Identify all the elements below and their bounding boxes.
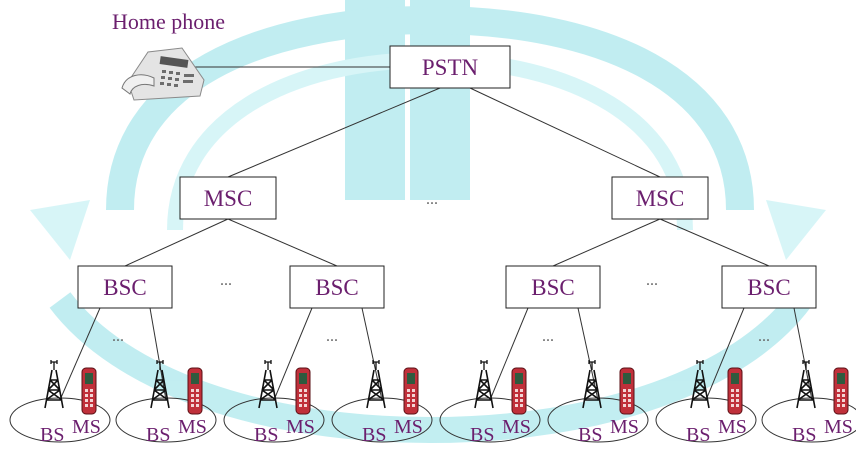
bsc-node-2-label: BSC xyxy=(315,275,358,300)
ms-label-5: MS xyxy=(502,416,531,438)
bs-label-7: BS xyxy=(686,424,710,446)
cell-tower-icon-5 xyxy=(475,360,493,408)
bsc-node-3-label: BSC xyxy=(531,275,574,300)
ellipsis-bs-level-2: ... xyxy=(326,328,338,345)
bsc-node-1-label: BSC xyxy=(103,275,146,300)
ms-label-8: MS xyxy=(824,416,853,438)
bs-label-2: BS xyxy=(146,424,170,446)
bsc-node-2: BSC xyxy=(290,266,384,308)
mobile-phone-icon-8 xyxy=(834,368,848,414)
cell-tower-icon-1 xyxy=(45,360,63,408)
ellipsis-bsc-level-1: ... xyxy=(220,272,232,289)
ellipsis-bs-level-3: ... xyxy=(542,328,554,345)
ms-label-6: MS xyxy=(610,416,639,438)
mobile-phone-icon-5 xyxy=(512,368,526,414)
bs-label-1: BS xyxy=(40,424,64,446)
desk-phone-icon xyxy=(122,48,204,100)
ms-label-1: MS xyxy=(72,416,101,438)
msc-to-bsc-link-2 xyxy=(228,219,337,266)
ellipsis-bsc-level-2: ... xyxy=(646,272,658,289)
mobile-phone-icon-1 xyxy=(82,368,96,414)
msc-node-right: MSC xyxy=(612,177,708,219)
bs-label-5: BS xyxy=(470,424,494,446)
bs-label-3: BS xyxy=(254,424,278,446)
ellipsis-bs-level-4: ... xyxy=(758,328,770,345)
pstn-to-msc-right-link xyxy=(470,88,660,177)
cell-tower-icon-6 xyxy=(583,360,601,408)
bsc-node-3: BSC xyxy=(506,266,600,308)
bs-label-8: BS xyxy=(792,424,816,446)
msc-node-left-label: MSC xyxy=(204,186,253,211)
ms-label-3: MS xyxy=(286,416,315,438)
ms-label-7: MS xyxy=(718,416,747,438)
msc-node-right-label: MSC xyxy=(636,186,685,211)
bsc-node-1: BSC xyxy=(78,266,172,308)
mobile-phone-icon-3 xyxy=(296,368,310,414)
msc-node-left: MSC xyxy=(180,177,276,219)
ellipsis-bs-level-1: ... xyxy=(112,328,124,345)
ms-label-2: MS xyxy=(178,416,207,438)
mobile-phone-icon-4 xyxy=(404,368,418,414)
msc-to-bsc-link-4 xyxy=(660,219,769,266)
mobile-phone-icon-7 xyxy=(728,368,742,414)
mobile-phone-icon-6 xyxy=(620,368,634,414)
home-phone-label: Home phone xyxy=(112,9,225,34)
pstn-node-label: PSTN xyxy=(422,55,479,80)
msc-to-bsc-link-3 xyxy=(553,219,660,266)
mobile-phone-icon-2 xyxy=(188,368,202,414)
bs-label-4: BS xyxy=(362,424,386,446)
bsc-node-4-label: BSC xyxy=(747,275,790,300)
cell-tower-icon-3 xyxy=(259,360,277,408)
bsc-node-4: BSC xyxy=(722,266,816,308)
bs-label-6: BS xyxy=(578,424,602,446)
ms-label-4: MS xyxy=(394,416,423,438)
pstn-node: PSTN xyxy=(390,46,510,88)
cell-tower-icon-8 xyxy=(797,360,815,408)
ellipsis-msc-level: ... xyxy=(426,191,438,208)
cell-tower-icon-4 xyxy=(367,360,385,408)
